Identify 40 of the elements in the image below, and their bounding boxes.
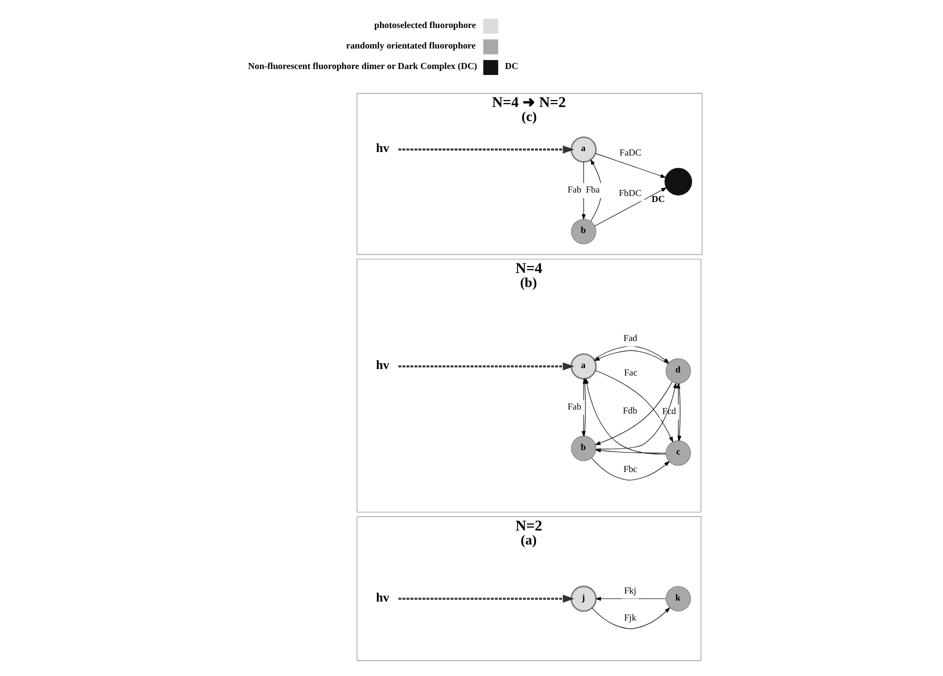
edge-label: Fdb (622, 405, 638, 416)
arrow (594, 350, 668, 364)
legend-label: randomly orientated fluorophore (346, 40, 476, 50)
legend-label: Non-fluorescent fluorophore dimer or Dark Complex (DC) (248, 61, 478, 72)
arrow (595, 153, 666, 178)
arrow (595, 596, 666, 601)
edge-label: Fba (586, 184, 600, 195)
node-circle: b (571, 436, 596, 462)
node-text: hv (376, 358, 390, 372)
edge-label: Fab (568, 184, 582, 195)
edge-label: Fjk (624, 612, 636, 622)
arrow (591, 458, 670, 480)
node-circle: k (666, 586, 691, 612)
edge-label: Fab (568, 402, 582, 412)
label: DC (505, 61, 518, 72)
node-circle: a (570, 353, 597, 380)
arrow (595, 370, 674, 442)
edge-label: FbDC (618, 188, 642, 198)
edge-label: FaDC (620, 148, 642, 158)
arrow (582, 162, 586, 220)
node-circle: a (570, 136, 597, 163)
legend-label: photoselected fluorophore (374, 20, 476, 30)
arrow (398, 362, 574, 370)
arrow (398, 146, 574, 154)
arrow (594, 346, 670, 364)
edge-label: Fbc (624, 464, 638, 474)
node-circle (664, 168, 692, 196)
arrow (590, 159, 602, 222)
arrow (398, 594, 574, 603)
arrow (592, 607, 670, 630)
node-circle: c (666, 440, 691, 466)
edge-label: Fad (624, 333, 638, 344)
node-label: DC (652, 194, 665, 204)
node-circle: d (666, 358, 691, 384)
node-text: hv (376, 141, 390, 156)
node-circle: j (570, 586, 597, 612)
node-circle: b (571, 218, 596, 244)
node-text: hv (376, 590, 390, 604)
edge-label: Fac (624, 367, 638, 378)
edge-label: Fkj (624, 585, 636, 596)
